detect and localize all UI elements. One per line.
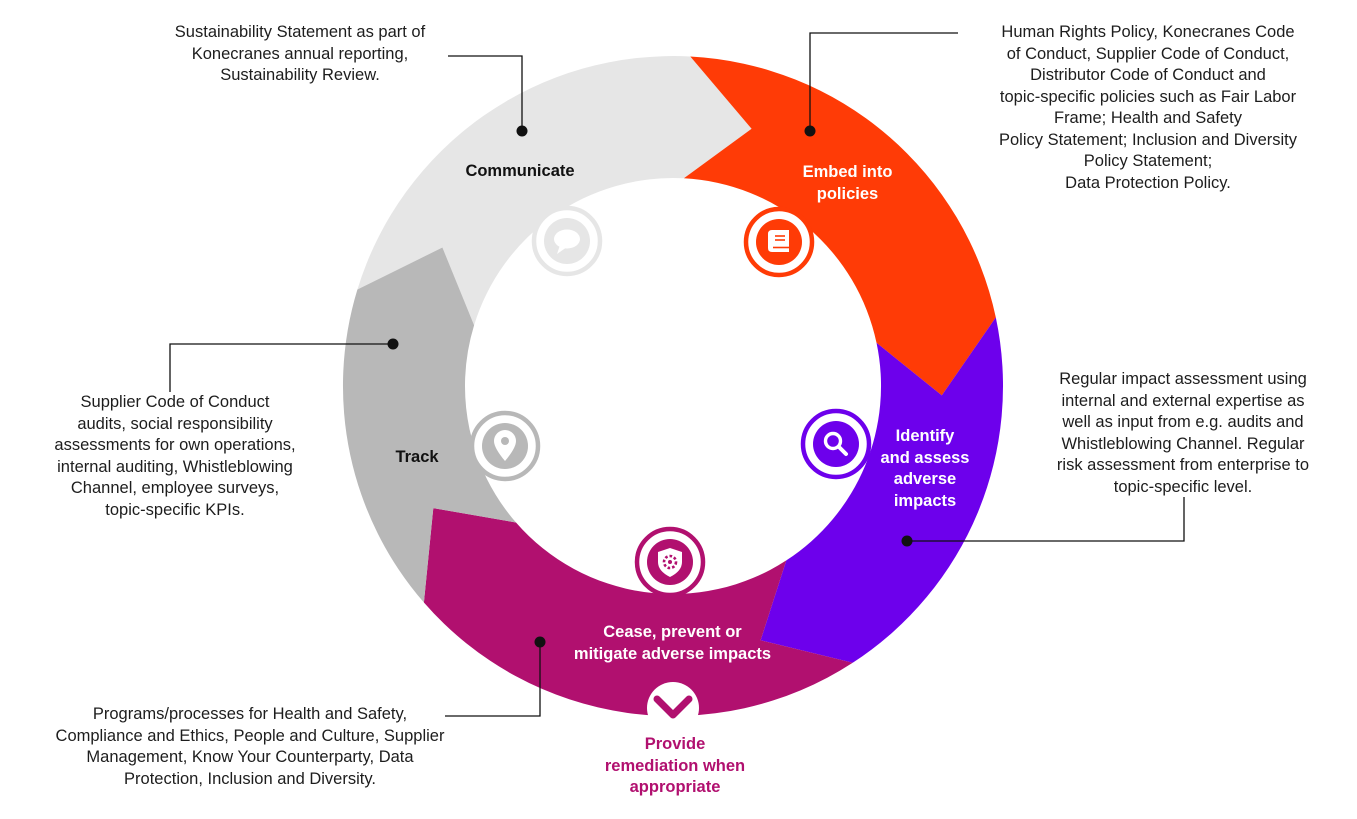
segment-identify <box>760 317 1004 663</box>
note-cease: Programs/processes for Health and Safety… <box>55 705 445 788</box>
segment-label-communicate: Communicate <box>465 162 575 180</box>
segment-label-cease: Cease, prevent or mitigate adverse impac… <box>573 623 772 663</box>
book-icon <box>743 206 815 278</box>
connector-track <box>169 343 393 392</box>
note-communicate: Sustainability Statement as part of Kone… <box>174 23 426 84</box>
segment-label-track: Track <box>395 448 439 466</box>
connector-dot-embed <box>804 125 816 137</box>
segment-embed <box>683 56 996 396</box>
remediation-label: Provide remediation when appropriate <box>604 735 746 796</box>
note-track: Supplier Code of Conduct audits, social … <box>54 393 296 519</box>
connector-communicate <box>448 55 523 131</box>
segment-cease <box>423 508 853 717</box>
segment-track <box>342 247 516 603</box>
connector-dot-track <box>387 338 399 350</box>
segment-communicate <box>357 56 752 326</box>
speech-bubble-icon <box>531 205 603 277</box>
shield-gear-icon <box>634 526 706 598</box>
connector-dot-communicate <box>516 125 528 137</box>
note-embed: Human Rights Policy, Konecranes Code of … <box>998 23 1298 192</box>
segment-label-identify: Identify and assess adverse impacts <box>880 427 970 510</box>
connector-dot-cease <box>534 636 546 648</box>
connector-cease <box>445 642 541 717</box>
note-identify: Regular impact assessment using internal… <box>1056 370 1310 496</box>
location-pin-icon <box>469 410 541 482</box>
connector-identify <box>907 497 1185 542</box>
connector-embed <box>809 32 958 131</box>
magnifier-icon <box>800 408 872 480</box>
segment-label-embed: Embed into policies <box>802 163 893 203</box>
chevron-down-icon <box>647 682 699 734</box>
connector-dot-identify <box>901 535 913 547</box>
